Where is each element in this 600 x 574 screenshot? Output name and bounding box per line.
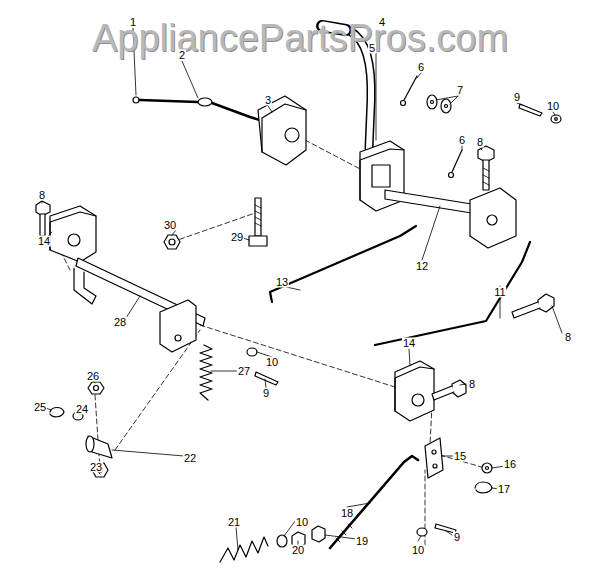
- callout-number: 7: [456, 85, 464, 96]
- callout-number: 17: [497, 484, 511, 495]
- callout-number: 3: [264, 95, 272, 106]
- callout-number: 29: [230, 232, 244, 243]
- callout-number: 10: [411, 545, 425, 556]
- callout-number: 11: [493, 287, 506, 298]
- callout-number: 13: [275, 277, 289, 288]
- callout-number: 6: [458, 135, 466, 146]
- callout-number: 30: [163, 220, 177, 231]
- callout-number: 9: [453, 532, 461, 543]
- callout-number: 10: [265, 357, 279, 368]
- callout-number: 26: [86, 371, 100, 382]
- callout-number: 8: [38, 190, 46, 201]
- callout-number: 9: [513, 92, 521, 103]
- callout-number: 8: [476, 137, 484, 148]
- callout-number: 10: [295, 517, 309, 528]
- callout-number: 25: [33, 402, 47, 413]
- callout-number: 1: [129, 17, 137, 28]
- callout-number: 14: [402, 338, 416, 349]
- callout-number: 19: [355, 536, 369, 547]
- callout-number: 6: [417, 62, 425, 73]
- callout-number: 8: [564, 332, 572, 343]
- callout-number: 21: [227, 517, 241, 528]
- callout-number: 10: [546, 101, 560, 112]
- callout-number: 24: [75, 404, 89, 415]
- callout-number: 20: [291, 545, 305, 556]
- callout-number: 2: [178, 50, 186, 61]
- watermark: AppliancePartsPros.com: [92, 19, 508, 57]
- callout-number: 5: [368, 43, 376, 54]
- callout-number: 9: [262, 388, 270, 399]
- callout-number: 18: [340, 508, 354, 519]
- callout-number: 4: [378, 17, 386, 28]
- callout-number: 15: [453, 451, 467, 462]
- callout-number: 12: [415, 261, 429, 272]
- callout-number: 23: [89, 462, 103, 473]
- callout-number: 8: [468, 379, 476, 390]
- callout-number: 27: [237, 366, 251, 377]
- callout-number: 16: [503, 459, 517, 470]
- callout-number: 22: [183, 453, 197, 464]
- callout-number: 14: [37, 236, 51, 247]
- callout-number: 28: [113, 317, 127, 328]
